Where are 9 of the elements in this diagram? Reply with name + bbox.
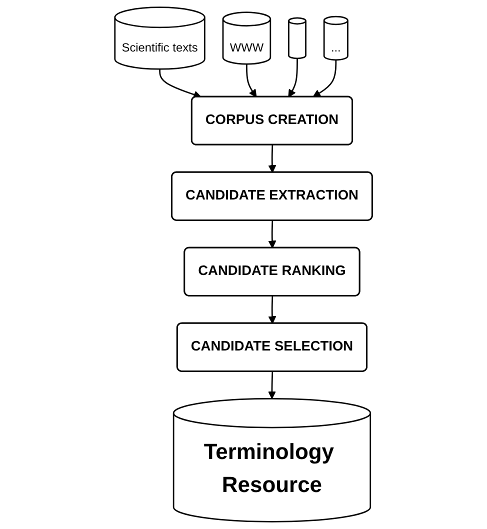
arrow bbox=[268, 145, 276, 173]
arrow bbox=[312, 60, 337, 98]
arrow bbox=[268, 372, 276, 399]
arrow bbox=[268, 296, 276, 324]
node-cylinder bbox=[288, 17, 306, 60]
arrow bbox=[288, 58, 298, 98]
arrow bbox=[159, 69, 202, 98]
arrow bbox=[268, 220, 276, 248]
arrow bbox=[246, 64, 257, 98]
